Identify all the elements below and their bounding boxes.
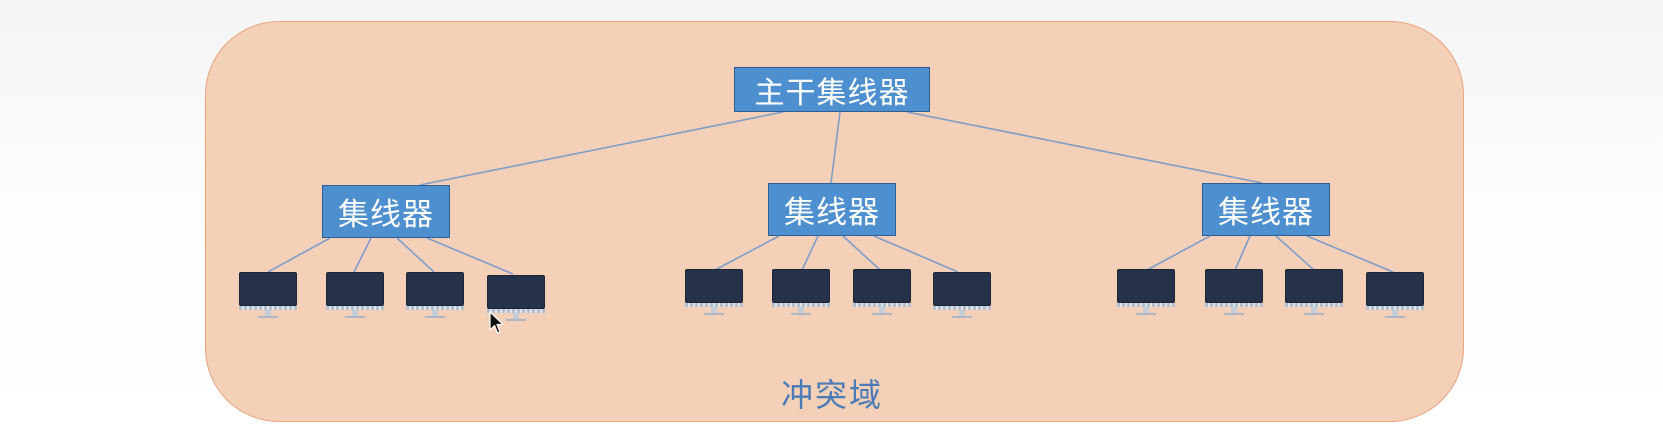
hub-1: 集线器	[322, 185, 450, 238]
link-main-to-hub-2	[830, 111, 841, 184]
link-main-to-hub-3	[906, 111, 1263, 184]
hub-3: 集线器	[1202, 183, 1330, 236]
computer-icon	[487, 275, 545, 327]
link-hub-3-pc-2	[1234, 235, 1251, 271]
computer-icon	[1205, 269, 1263, 321]
hub-3-label: 集线器	[1218, 195, 1314, 231]
link-hub-3-pc-4	[1306, 235, 1394, 273]
main-hub-label: 主干集线器	[754, 75, 910, 111]
hub-2: 集线器	[768, 183, 896, 236]
mouse-cursor-icon	[489, 311, 504, 334]
link-main-to-hub-1	[419, 111, 784, 186]
link-hub-1-pc-1	[267, 237, 331, 273]
main-hub: 主干集线器	[734, 67, 930, 112]
computer-icon	[1285, 269, 1343, 321]
computer-icon	[1366, 272, 1424, 324]
computer-icon	[239, 272, 297, 324]
link-hub-2-pc-4	[873, 235, 959, 273]
link-hub-1-pc-3	[396, 237, 435, 273]
hub-1-label: 集线器	[338, 197, 434, 233]
computer-icon	[853, 269, 911, 321]
computer-icon	[326, 272, 384, 324]
computer-icon	[1117, 269, 1175, 321]
link-hub-3-pc-3	[1275, 235, 1315, 271]
link-hub-2-pc-1	[714, 235, 780, 271]
computer-icon	[685, 269, 743, 321]
collision-domain-label: 冲突域	[780, 376, 883, 414]
computer-icon	[406, 272, 464, 324]
computer-icon	[772, 269, 830, 321]
link-hub-2-pc-2	[801, 235, 819, 271]
link-hub-1-pc-2	[353, 237, 372, 273]
link-hub-3-pc-1	[1146, 235, 1211, 271]
link-hub-2-pc-3	[842, 235, 881, 271]
hub-2-label: 集线器	[784, 195, 880, 231]
link-hub-1-pc-4	[426, 237, 514, 275]
computer-icon	[933, 272, 991, 324]
